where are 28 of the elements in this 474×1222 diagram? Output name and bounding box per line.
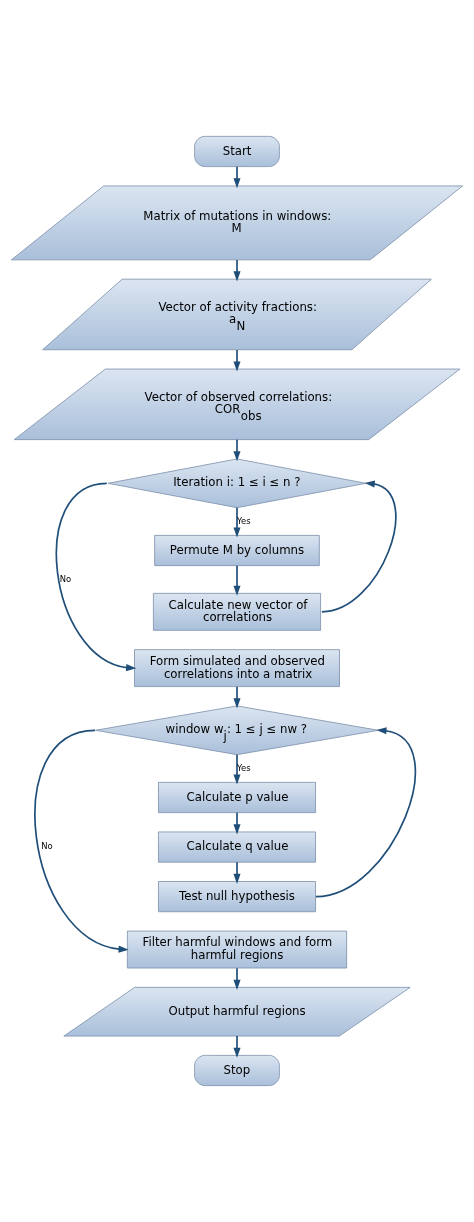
- arrow: [315, 727, 416, 898]
- node-box: Test null hypothesis: [158, 881, 316, 913]
- arrow: [233, 811, 241, 835]
- arrow: [233, 165, 241, 189]
- edge-label: No: [59, 573, 72, 584]
- arrow: [233, 564, 241, 596]
- node-box: Calculate q value: [158, 831, 316, 863]
- arrow: [233, 967, 241, 990]
- node-box: Form simulated and observed correlations into a matrix: [134, 649, 340, 688]
- node-box: Permute M by columns: [154, 534, 320, 567]
- arrow: [233, 349, 241, 372]
- arrow: [233, 685, 241, 709]
- arrow: [233, 259, 241, 282]
- node-box: Calculate p value: [158, 781, 316, 814]
- arrow: [34, 729, 129, 953]
- arrow: [55, 482, 137, 672]
- arrow: [321, 480, 397, 613]
- arrow: [233, 438, 241, 462]
- node-box: Calculate new vector of correlations: [153, 592, 321, 631]
- node-box: Start: [194, 135, 280, 167]
- arrow: [233, 861, 241, 884]
- arrow: [233, 753, 241, 785]
- arrow: [233, 506, 241, 538]
- node-box: Stop: [194, 1055, 280, 1087]
- node-box: Filter harmful windows and form harmful regions: [126, 930, 348, 969]
- edge-label: No: [41, 841, 53, 852]
- node-diamond: Iteration i: 1 ≤ i ≤ n ?: [107, 458, 367, 509]
- arrow: [233, 1035, 241, 1058]
